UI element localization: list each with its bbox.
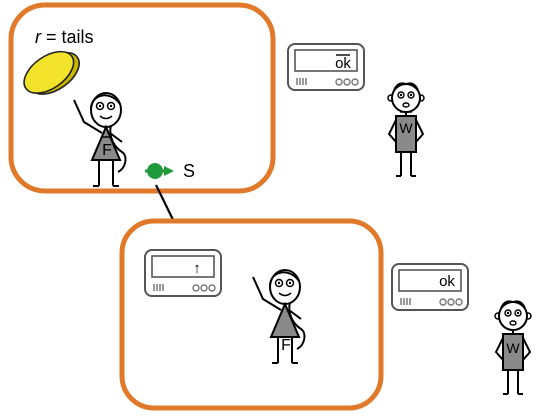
ok-device-top: ok [287, 43, 365, 91]
operator-label: S [183, 161, 195, 181]
outcome-label: r = tails [35, 27, 94, 47]
girl-shirt-text-bottom: F [281, 337, 291, 354]
arrow-device-bottom-text: ↑ [193, 260, 201, 277]
boy-shirt-text-top: W [399, 120, 413, 136]
outcome-variable: r [35, 27, 42, 47]
operator-dot [147, 163, 163, 179]
boy-shirt-text-bottom: W [506, 340, 520, 356]
girl-shirt-text-top: F [102, 142, 112, 159]
boy-shirt-label-top: W [399, 111, 413, 136]
outcome-value: = tails [41, 27, 94, 47]
girl-shirt-label-top: F [102, 136, 112, 159]
top-state-box [8, 2, 276, 194]
coin-icon [23, 50, 80, 95]
arrow-device-bottom: ↑ [144, 249, 222, 297]
operator-s: S [145, 161, 195, 181]
ok-device-bottom-text: ok [439, 273, 455, 290]
ok-device-top-text: ok [335, 55, 351, 72]
svg-text:r = tails: r = tails [35, 27, 94, 47]
ok-device-bottom: ok [391, 263, 469, 311]
